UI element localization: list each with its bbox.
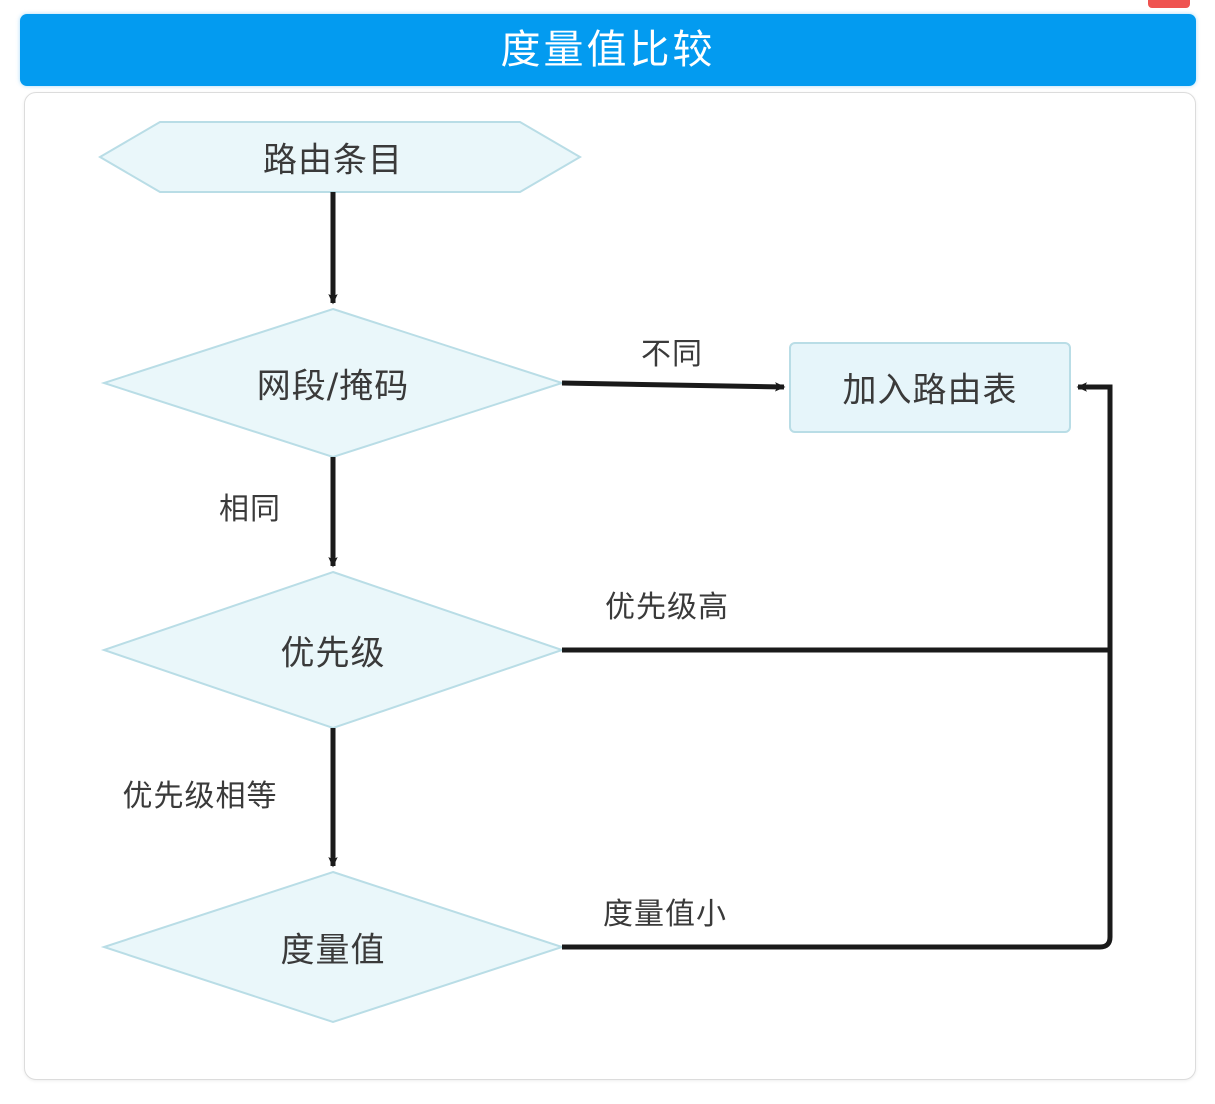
edge-label-same: 相同 xyxy=(219,492,281,527)
node-label-route-entry: 路由条目 xyxy=(263,140,403,181)
title-banner: 度量值比较 xyxy=(20,14,1196,86)
edge-label-metric-small: 度量值小 xyxy=(603,897,727,932)
page-title: 度量值比较 xyxy=(500,27,716,73)
red-tab-decoration xyxy=(1148,0,1190,8)
edge-label-priority-high: 优先级高 xyxy=(605,590,729,625)
node-label-add-route-table: 加入路由表 xyxy=(842,370,1018,411)
node-label-priority: 优先级 xyxy=(280,633,386,674)
node-label-metric: 度量值 xyxy=(280,930,386,971)
node-label-subnet-mask: 网段/掩码 xyxy=(256,366,410,407)
edge-label-priority-equal: 优先级相等 xyxy=(122,779,278,814)
edge-label-different: 不同 xyxy=(641,337,703,372)
